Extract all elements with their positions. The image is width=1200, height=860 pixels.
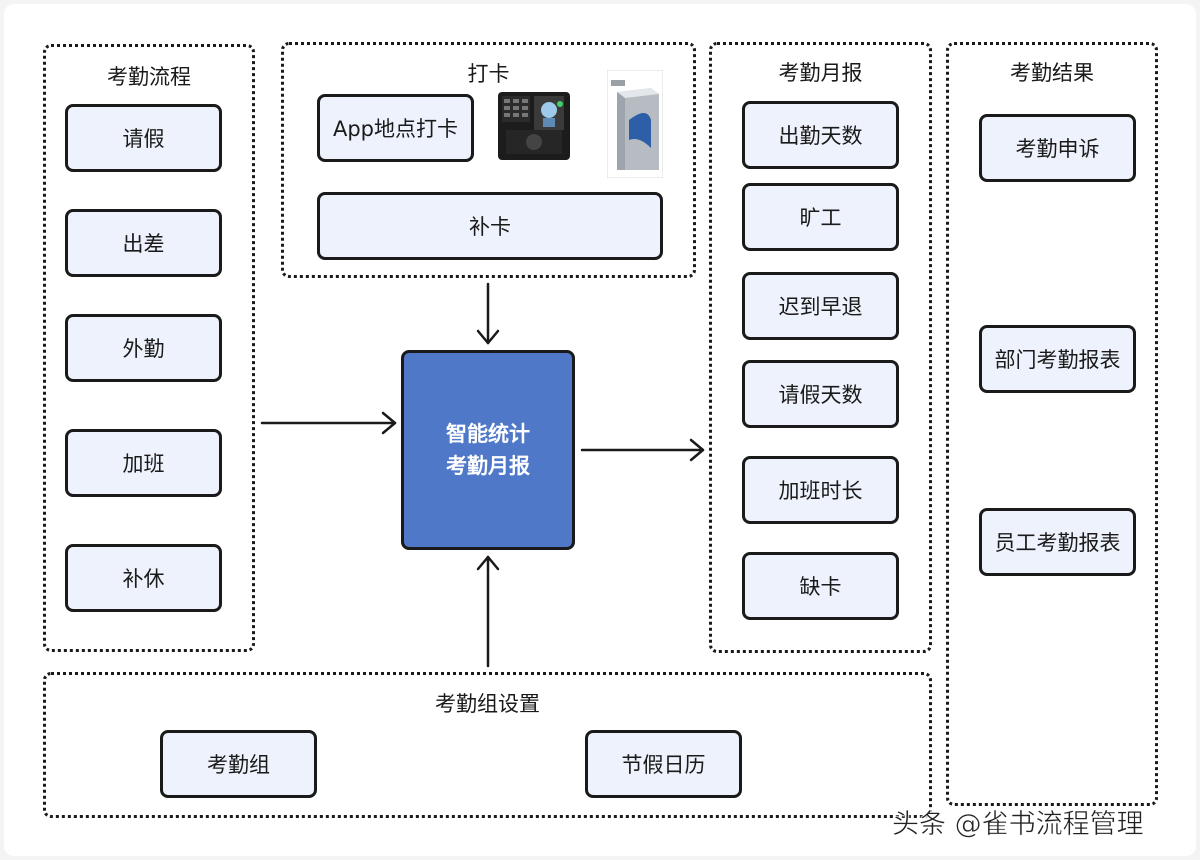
process-item-business-trip: 出差 (65, 209, 222, 277)
turnstile-gate-icon (606, 69, 664, 179)
clock-in-title: 打卡 (467, 62, 510, 86)
monthly-item-late-early: 迟到早退 (742, 272, 899, 340)
smart-statistics-line1: 智能统计 (446, 422, 530, 446)
result-item-department-report: 部门考勤报表 (979, 325, 1136, 393)
face-recognition-terminal-icon (496, 88, 572, 164)
process-item-comp-leave: 补休 (65, 544, 222, 612)
attendance-process-group: 考勤流程 (43, 44, 255, 652)
smart-statistics-node: 智能统计 考勤月报 (401, 350, 575, 550)
monthly-report-title: 考勤月报 (778, 61, 863, 85)
monthly-item-leave-days: 请假天数 (742, 360, 899, 428)
attendance-settings-group: 考勤组设置 (43, 672, 932, 818)
process-item-overtime: 加班 (65, 429, 222, 497)
settings-item-holiday-calendar: 节假日历 (585, 730, 742, 798)
settings-item-attendance-group: 考勤组 (160, 730, 317, 798)
result-item-appeal: 考勤申诉 (979, 114, 1136, 182)
attendance-result-title: 考勤结果 (1010, 61, 1094, 85)
clock-in-group: 打卡 (281, 42, 696, 278)
app-location-clock-in: App地点打卡 (317, 94, 474, 162)
result-item-employee-report: 员工考勤报表 (979, 508, 1136, 576)
smart-statistics-line2: 考勤月报 (446, 454, 530, 478)
attendance-process-title: 考勤流程 (107, 65, 191, 89)
watermark: 头条 @雀书流程管理 (892, 809, 1144, 841)
monthly-item-attendance-days: 出勤天数 (742, 101, 899, 169)
process-item-leave: 请假 (65, 104, 222, 172)
replenish-clock-in: 补卡 (317, 192, 663, 260)
monthly-report-group: 考勤月报 (709, 42, 932, 653)
monthly-item-absenteeism: 旷工 (742, 183, 899, 251)
monthly-item-overtime-hours: 加班时长 (742, 456, 899, 524)
attendance-settings-title: 考勤组设置 (435, 692, 540, 716)
monthly-item-missing-punch: 缺卡 (742, 552, 899, 620)
process-item-field-work: 外勤 (65, 314, 222, 382)
attendance-result-group: 考勤结果 (946, 42, 1158, 806)
